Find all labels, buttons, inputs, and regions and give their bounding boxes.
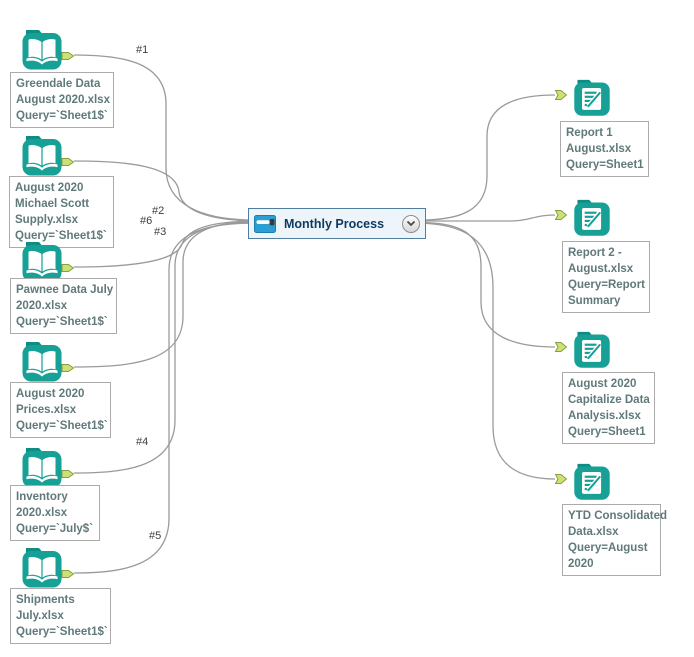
annotation-line: Query=`July$` — [16, 523, 94, 535]
input-data-book-icon[interactable] — [20, 28, 64, 72]
connection-wire[interactable] — [425, 221, 556, 348]
annotation-line: August 2020 — [568, 378, 637, 390]
connection-label: #6 — [140, 215, 153, 227]
annotation-line: 2020.xlsx — [16, 507, 68, 519]
annotation-line: 2020 — [568, 558, 594, 570]
input-data-book-icon[interactable] — [20, 546, 64, 590]
annotation-line: Query=Sheet1 — [568, 426, 646, 438]
annotation-line: Michael Scott — [15, 198, 90, 210]
output-data-report-icon[interactable] — [572, 330, 612, 370]
input-data-book-icon[interactable] — [20, 134, 64, 178]
annotation-line: Capitalize Data — [568, 394, 650, 406]
annotation-line: Query=`Sheet1$` — [16, 110, 108, 122]
output-data-report-icon[interactable] — [572, 78, 612, 118]
annotation-line: Query=`Sheet1$` — [16, 420, 108, 432]
annotation-line: August 2020 — [15, 182, 84, 194]
input-anchor-icon[interactable] — [554, 340, 568, 354]
input-anchor-icon[interactable] — [554, 88, 568, 102]
connection-label: #4 — [136, 436, 149, 448]
input-anchor-icon[interactable] — [554, 208, 568, 222]
annotation-line: Query=`Sheet1$` — [16, 626, 108, 638]
annotation-line: Query=`Sheet1$` — [16, 316, 108, 328]
output-anchor-icon[interactable] — [61, 467, 75, 481]
annotation-line: Summary — [568, 295, 621, 307]
process-label: Monthly Process — [284, 216, 385, 231]
annotation-line: August 2020.xlsx — [16, 94, 110, 106]
annotation-line: Inventory — [16, 491, 68, 503]
annotation-line: Data.xlsx — [568, 526, 619, 538]
macro-slider-icon — [254, 215, 276, 233]
output-anchor-icon[interactable] — [61, 261, 75, 275]
output-anchor-icon[interactable] — [61, 49, 75, 63]
annotation-line: Report 1 — [566, 127, 613, 139]
output-anchor-icon[interactable] — [61, 155, 75, 169]
annotation-line: August 2020 — [16, 388, 85, 400]
annotation-line: Query=`Sheet1$` — [15, 230, 107, 242]
connection-wire[interactable] — [425, 222, 556, 480]
annotation-line: Query=August — [568, 542, 648, 554]
input-anchor-icon[interactable] — [554, 472, 568, 486]
annotation-line: Shipments — [16, 594, 75, 606]
output-data-report-icon[interactable] — [572, 462, 612, 502]
annotation-line: August.xlsx — [568, 263, 634, 275]
chevron-down-icon — [406, 220, 416, 227]
connection-label: #5 — [149, 530, 162, 542]
annotation-line: Query=Sheet1 — [566, 159, 644, 171]
output-anchor-icon[interactable] — [61, 361, 75, 375]
connection-label: #2 — [152, 205, 165, 217]
annotation-line: 2020.xlsx — [16, 300, 68, 312]
connection-label: #3 — [154, 226, 167, 238]
input-data-book-icon[interactable] — [20, 340, 64, 384]
process-dropdown-button[interactable] — [402, 214, 420, 233]
annotation-line: July.xlsx — [16, 610, 64, 622]
connection-label: #1 — [136, 44, 149, 56]
annotation-line: Report 2 - — [568, 247, 622, 259]
connection-wire[interactable] — [426, 214, 556, 222]
annotation-line: Prices.xlsx — [16, 404, 77, 416]
connection-wire[interactable] — [73, 54, 249, 221]
annotation-line: Pawnee Data July — [16, 284, 114, 296]
connection-wire[interactable] — [73, 222, 249, 574]
input-data-book-icon[interactable] — [20, 446, 64, 490]
connection-wire[interactable] — [73, 160, 249, 222]
annotation-line: YTD Consolidated — [568, 510, 668, 522]
output-data-report-icon[interactable] — [572, 198, 612, 238]
annotation-line: Supply.xlsx — [15, 214, 79, 226]
annotation-line: August.xlsx — [566, 143, 632, 155]
connection-wire[interactable] — [425, 94, 556, 221]
monthly-process-tool[interactable]: Monthly Process — [248, 208, 426, 239]
annotation-line: Greendale Data — [16, 78, 101, 90]
output-anchor-icon[interactable] — [61, 567, 75, 581]
annotation-line: Analysis.xlsx — [568, 410, 641, 422]
annotation-line: Query=Report — [568, 279, 646, 291]
